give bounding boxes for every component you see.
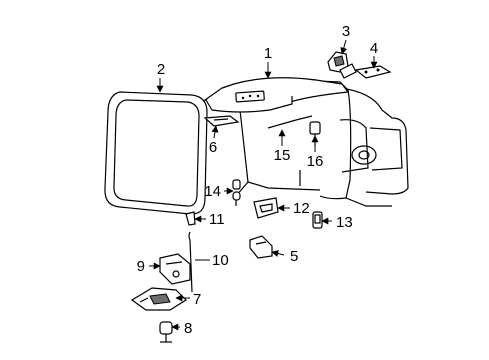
- liftgate-hinge: [327, 51, 357, 79]
- callout-9: 9: [137, 258, 145, 275]
- callout-10: 10: [212, 252, 229, 269]
- callout-6: 6: [209, 139, 217, 156]
- switch: [312, 211, 323, 229]
- bumper-stop: [232, 179, 241, 201]
- bracket: [203, 115, 240, 127]
- lift-support-strut: [267, 115, 313, 129]
- callout-11: 11: [209, 211, 225, 228]
- leader-lines: [149, 39, 378, 331]
- clip: [185, 211, 196, 226]
- weatherstrip-seal: [104, 91, 208, 215]
- latch: [249, 235, 273, 259]
- actuator: [159, 253, 191, 285]
- liftgate-handle: [253, 197, 279, 219]
- callout-1: 1: [264, 45, 272, 62]
- callout-16: 16: [307, 153, 324, 170]
- callout-3: 3: [342, 23, 350, 40]
- callout-4: 4: [370, 40, 378, 57]
- lock-cylinder: [159, 321, 173, 343]
- callout-7: 7: [193, 291, 201, 308]
- callout-14: 14: [204, 183, 221, 200]
- liftgate: [203, 77, 350, 113]
- callout-12: 12: [293, 200, 310, 217]
- hinge-plate: [354, 65, 392, 79]
- callout-15: 15: [274, 147, 291, 164]
- lock-assembly: [130, 287, 187, 311]
- callout-5: 5: [290, 248, 298, 265]
- control-rod: [188, 231, 193, 293]
- callout-2: 2: [157, 61, 165, 78]
- callout-13: 13: [336, 214, 353, 231]
- callout-8: 8: [184, 320, 192, 337]
- vehicle-body-outline: [209, 80, 409, 207]
